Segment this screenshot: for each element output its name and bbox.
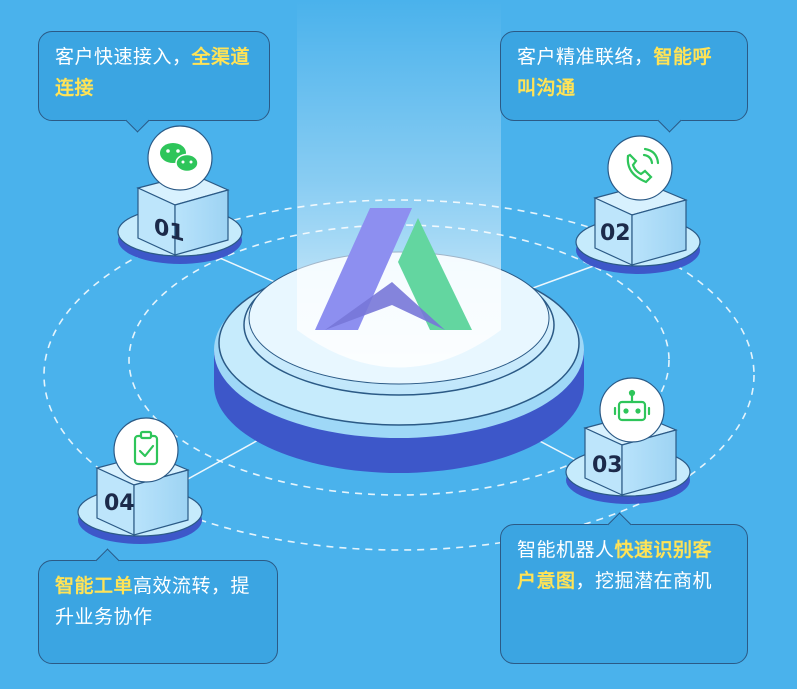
node-04-number: 04 bbox=[104, 491, 135, 516]
robot-icon bbox=[613, 389, 651, 422]
callout-robot-text-pre: 智能机器人 bbox=[517, 539, 615, 561]
callout-smart-call: 客户精准联络，智能呼叫沟通 bbox=[500, 31, 748, 133]
callout-ticket-highlight: 智能工单 bbox=[55, 575, 134, 597]
node-03-icon-badge bbox=[599, 377, 665, 443]
callout-smart-call-text: 客户精准联络， bbox=[517, 46, 654, 68]
node-01: 01 bbox=[117, 125, 243, 264]
phone-call-icon bbox=[626, 147, 660, 184]
orbit-ring-outer bbox=[43, 199, 755, 551]
logo-left-stroke bbox=[315, 208, 412, 330]
node-02-number: 02 bbox=[600, 221, 631, 246]
callout-robot-text-post: ，挖掘潜在商机 bbox=[575, 570, 713, 592]
logo-chevron bbox=[325, 282, 445, 330]
callout-smart-call-highlight: 智能呼叫沟通 bbox=[517, 46, 713, 99]
clipboard-check-icon bbox=[133, 430, 159, 466]
logo-right-stroke bbox=[398, 218, 472, 330]
brand-logo bbox=[315, 208, 472, 330]
callout-omnichannel-highlight: 全渠道连接 bbox=[55, 46, 251, 99]
node-02-icon-badge bbox=[607, 135, 673, 201]
callout-omnichannel: 客户快速接入，全渠道连接 bbox=[38, 31, 270, 133]
callout-robot: 智能机器人快速识别客户意图，挖掘潜在商机 bbox=[500, 512, 748, 664]
node-02: 02 bbox=[575, 135, 701, 274]
callout-ticket: 智能工单高效流转，提升业务协作 bbox=[38, 548, 278, 664]
callout-omnichannel-text: 客户快速接入， bbox=[55, 46, 192, 68]
callout-ticket-text: 高效流转，提升业务协作 bbox=[55, 575, 251, 628]
node-03-number: 03 bbox=[592, 453, 623, 478]
wechat-icon bbox=[160, 143, 199, 173]
node-04: 04 bbox=[77, 417, 203, 544]
node-04-icon-badge bbox=[113, 417, 179, 483]
callout-robot-highlight: 快速识别客户意图 bbox=[517, 539, 713, 592]
node-03: 03 bbox=[565, 377, 691, 504]
